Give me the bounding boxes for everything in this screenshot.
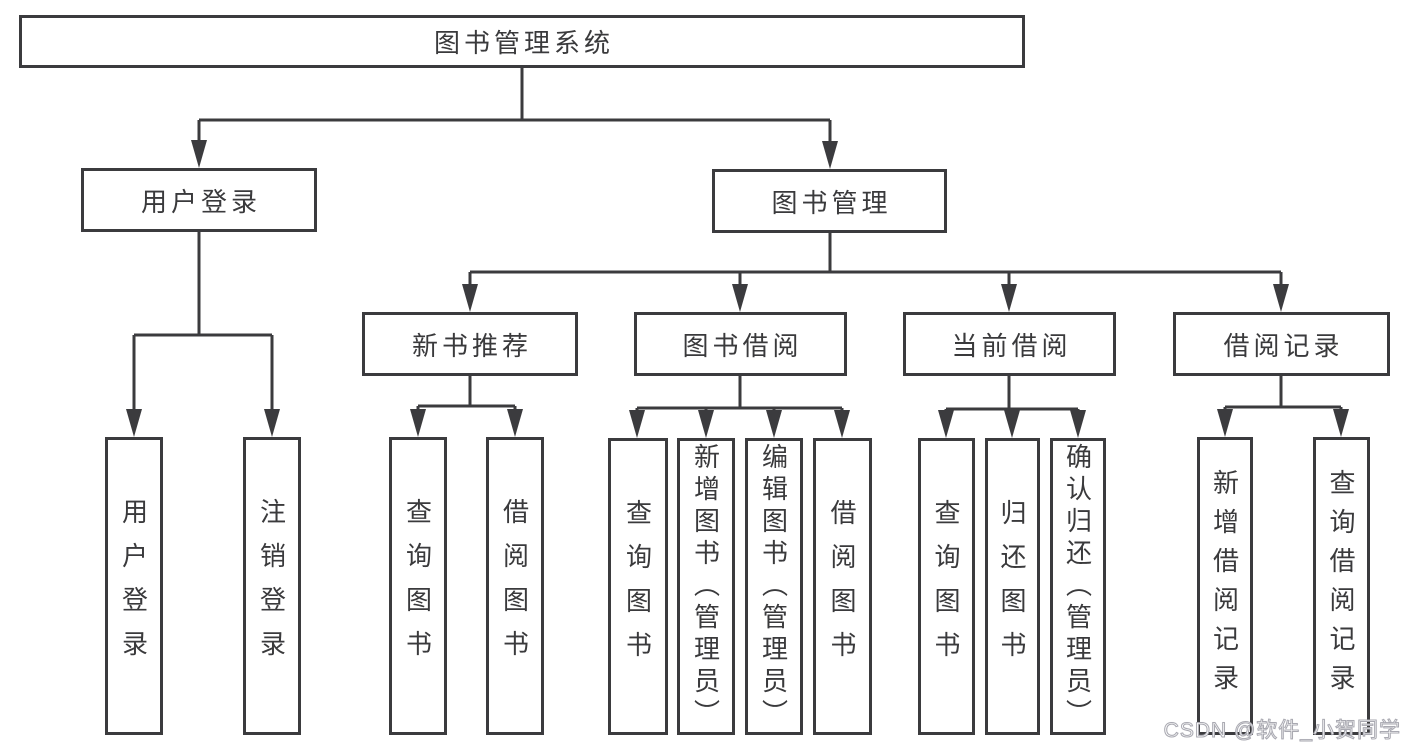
node-current-borrow-label: 当前借阅 [951,330,1072,361]
node-book-borrow-label: 图书借阅 [682,330,803,361]
leaf-return-book: 归还图书 [985,438,1040,735]
connector-userlogin-to-leaves [132,232,274,416]
connector-borrowrecords-to-leaves [1223,376,1343,416]
leaf-user-login: 用户登录 [105,437,163,735]
leaf-query-books-1: 查询图书 [389,437,447,735]
node-book-borrow: 图书借阅 [634,312,847,376]
leaf-borrow-books-2: 借阅图书 [813,438,872,735]
node-borrow-records-label: 借阅记录 [1223,330,1344,361]
node-borrow-records: 借阅记录 [1173,312,1390,376]
node-current-borrow: 当前借阅 [903,312,1116,376]
connector-root-to-level2 [197,68,832,146]
arrowheads [126,140,1349,438]
leaf-logout: 注销登录 [243,437,301,735]
leaf-add-borrow-record-label: 新增借阅记录 [1209,469,1240,703]
leaf-add-book-admin: 新增图书（管理员） [677,438,735,735]
leaf-edit-book-admin: 编辑图书（管理员） [745,438,803,735]
node-new-book-recommend-label: 新书推荐 [411,330,532,361]
connector-bookborrow-to-leaves [635,376,844,418]
leaf-borrow-books-1: 借阅图书 [486,437,544,735]
leaf-query-borrow-record-label: 查询借阅记录 [1326,469,1356,703]
leaf-confirm-return-admin: 确认归还（管理员） [1050,438,1106,735]
node-root: 图书管理系统 [19,15,1025,68]
node-book-management: 图书管理 [712,169,947,233]
leaf-query-books-2-label: 查询图书 [622,498,653,675]
leaf-add-book-admin-label: 新增图书（管理员） [690,442,721,731]
node-new-book-recommend: 新书推荐 [362,312,578,376]
node-user-login-label: 用户登录 [140,186,261,217]
leaf-return-book-label: 归还图书 [997,498,1027,675]
leaf-confirm-return-admin-label: 确认归还（管理员） [1062,442,1093,731]
node-user-login: 用户登录 [81,168,317,232]
leaf-add-borrow-record: 新增借阅记录 [1197,437,1253,735]
leaf-borrow-books-2-label: 借阅图书 [827,498,857,675]
leaf-edit-book-admin-label: 编辑图书（管理员） [758,442,789,731]
leaf-query-borrow-record: 查询借阅记录 [1313,437,1370,735]
leaf-logout-label: 注销登录 [256,498,287,674]
connector-newbook-to-leaves [416,376,517,418]
leaf-query-books-2: 查询图书 [608,438,668,735]
connector-bookmgmt-to-level3 [468,233,1283,292]
leaf-user-login-label: 用户登录 [118,498,149,674]
leaf-query-books-3: 查询图书 [918,438,975,735]
csdn-watermark: CSDN @软件_小贺同学 [1163,719,1401,743]
leaf-query-books-1-label: 查询图书 [402,498,433,674]
leaf-borrow-books-1-label: 借阅图书 [499,498,530,674]
node-book-management-label: 图书管理 [771,187,892,218]
leaf-query-books-3-label: 查询图书 [931,498,961,675]
node-root-label: 图书管理系统 [433,28,614,58]
